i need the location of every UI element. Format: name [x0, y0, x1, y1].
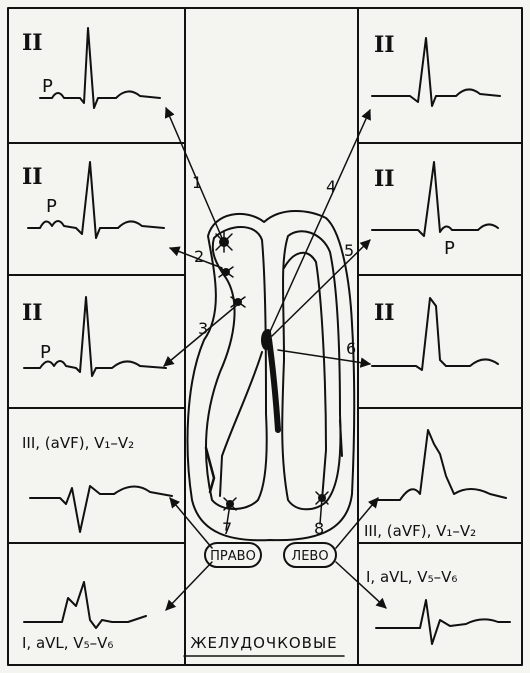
lead-label-L3: II [22, 300, 43, 326]
point-number-1: 1 [192, 173, 202, 192]
lead-label-R2: II [374, 166, 395, 192]
right-side-label: ПРАВО [210, 549, 256, 564]
point-number-5: 5 [344, 241, 354, 260]
left-side-label: ЛЕВО [291, 549, 328, 564]
ecg-trace-R4 [376, 430, 506, 500]
p-wave-label-R2: P [444, 238, 455, 259]
title-caption: ЖЕЛУДОЧКОВЫЕ [190, 634, 337, 652]
lead-label-L5: I, aVL, V₅–V₆ [22, 634, 113, 652]
heart-schematic [188, 211, 355, 540]
lead-label-R4: III, (aVF), V₁–V₂ [364, 522, 476, 540]
ecg-trace-L4 [30, 486, 172, 532]
ecg-trace-L1 [40, 28, 160, 108]
lead-label-R1: II [374, 32, 395, 58]
lead-label-L2: II [22, 164, 43, 190]
point-number-7: 7 [222, 519, 232, 538]
point-number-2: 2 [194, 247, 204, 266]
lead-label-L1: II [22, 30, 43, 56]
point-number-4: 4 [326, 177, 336, 196]
ecg-trace-L3 [24, 297, 166, 376]
lead-label-R3: II [374, 300, 395, 326]
ecg-trace-R5 [376, 600, 510, 644]
p-wave-label-L3: P [40, 342, 51, 363]
p-wave-label-L1: P [42, 76, 53, 97]
point-number-3: 3 [198, 319, 208, 338]
ecg-trace-L5 [24, 582, 146, 628]
p-wave-label-L2: P [46, 196, 57, 217]
lead-label-R5: I, aVL, V₅–V₆ [366, 568, 457, 586]
left-ventricle-cavity [282, 231, 340, 509]
right-bundle-branch [220, 352, 262, 496]
lead-label-L4: III, (aVF), V₁–V₂ [22, 434, 134, 452]
point-number-6: 6 [346, 339, 356, 358]
point-number-8: 8 [314, 519, 324, 538]
